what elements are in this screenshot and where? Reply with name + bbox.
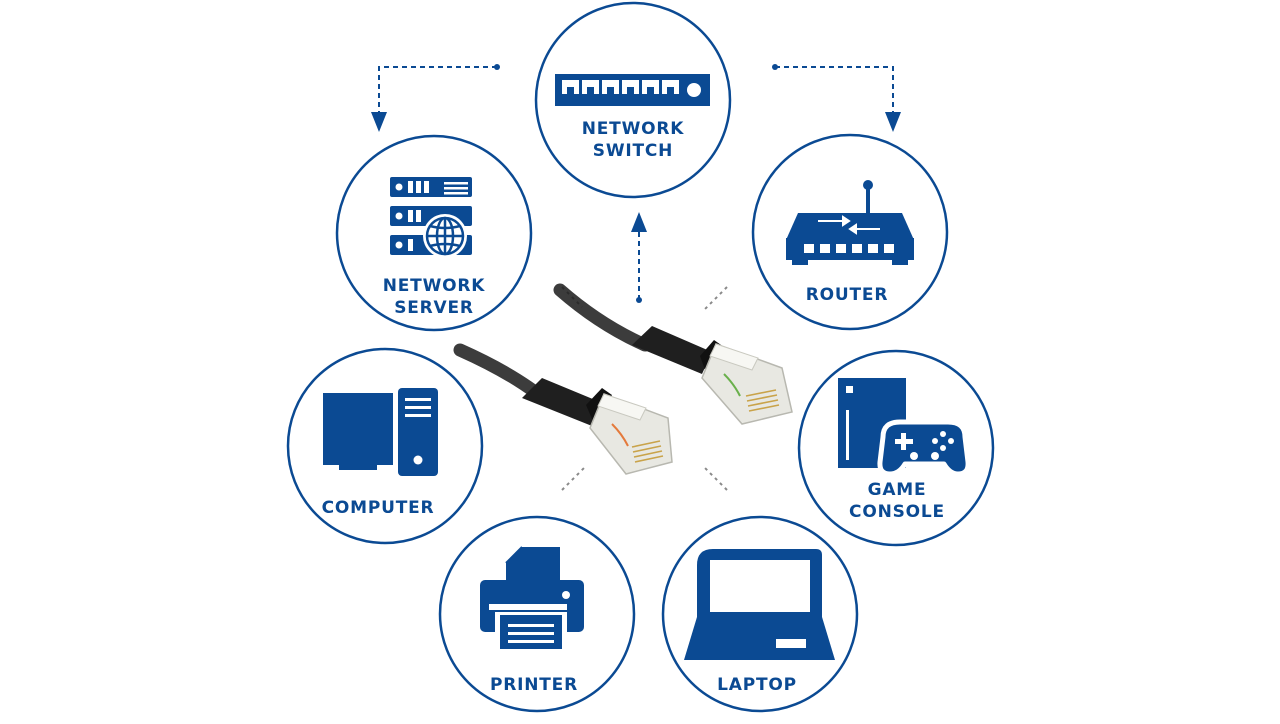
label-laptop: LAPTOP [667,674,847,696]
game-console-icon [838,378,971,477]
connector-lines [371,64,901,303]
arrow-switch-to-router [772,64,901,132]
arrow-switch-to-server [371,64,500,132]
connector-right [632,326,793,425]
label-network-server-line1: NETWORK [382,276,486,296]
label-game-console: GAME CONSOLE [807,479,987,523]
label-computer: COMPUTER [288,497,468,519]
label-printer-line1: PRINTER [489,675,578,695]
ethernet-cables-image [453,283,793,475]
router-icon [786,180,914,265]
network-server-icon [390,177,472,258]
label-game-console-line2: CONSOLE [849,502,945,522]
label-network-server-line2: SERVER [394,298,474,318]
computer-icon [323,388,438,476]
label-network-switch: NETWORK SWITCH [543,118,723,162]
printer-icon [480,546,584,649]
label-network-switch-line2: SWITCH [592,141,674,161]
network-switch-icon [555,74,710,106]
label-printer: PRINTER [444,674,624,696]
connector-left [522,378,673,475]
arrow-cable-to-switch [631,212,647,303]
label-computer-line1: COMPUTER [321,498,435,518]
label-network-server: NETWORK SERVER [344,275,524,319]
label-router-line1: ROUTER [805,285,889,305]
label-router: ROUTER [757,284,937,306]
laptop-icon [684,549,835,660]
label-laptop-line1: LAPTOP [717,675,797,695]
label-game-console-line1: GAME [867,480,927,500]
label-network-switch-line1: NETWORK [581,119,685,139]
